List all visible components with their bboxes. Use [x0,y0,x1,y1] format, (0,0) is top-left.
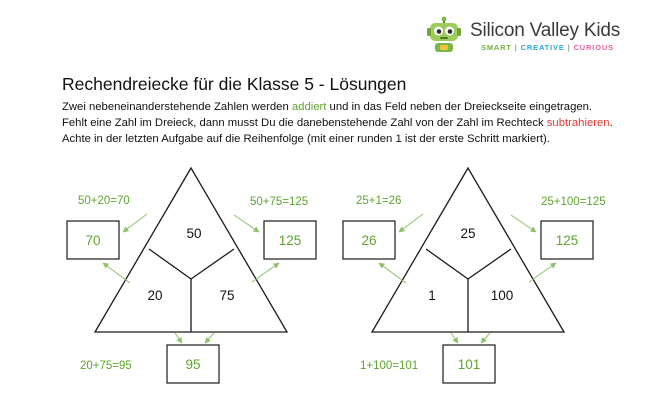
equation-bottom: 1+100=101 [360,360,418,372]
result-box-right [263,220,317,260]
brand-logo: Silicon Valley Kids SMART | CREATIVE | C… [426,14,620,58]
equation-right: 50+75=125 [250,196,308,208]
arrow-to-right-box [510,214,537,233]
triangle-right-number: 100 [491,288,514,303]
arrow-up-right [528,262,557,283]
brand-name: Silicon Valley Kids [470,20,621,41]
arrow-to-left-box [398,213,424,233]
triangle-divider [425,248,469,280]
instruction-line-3: Achte in der letzten Aufgabe auf die Rei… [62,132,550,145]
result-box-bottom [166,344,220,384]
instruction-line-2: Fehlt eine Zahl im Dreieck, dann musst D… [62,116,613,129]
equation-left: 50+20=70 [78,195,130,207]
brand-tagline: SMART | CREATIVE | CURIOUS [481,43,614,52]
triangle-1: 50 20 75 70 125 95 50+20=70 50+75=125 20… [66,166,317,384]
arrow-up-left [378,262,407,284]
arrow-down-left [450,332,459,344]
triangle-divider [190,248,235,280]
triangle-left-number: 20 [147,288,162,303]
result-box-right-value: 125 [556,233,579,248]
arrow-down-left [174,332,183,344]
instruction-line-1: Zwei nebeneinanderstehende Zahlen werden… [62,101,593,113]
result-box-bottom-value: 101 [458,357,481,372]
triangle-top-number: 25 [460,226,475,241]
equation-right: 25+100=125 [541,196,606,208]
arrow-down-right [204,332,215,344]
arrow-down-right [480,332,491,344]
arrow-to-right-box [233,214,260,233]
arrow-up-right [251,262,280,283]
arrow-up-left [102,262,131,284]
highlight-subtrahieren: subtrahieren [546,116,610,129]
result-box-bottom [442,344,496,384]
result-box-left-value: 70 [85,233,100,248]
triangle-divider [148,248,192,280]
arrow-to-left-box [122,213,148,233]
triangle-divider [467,248,512,280]
result-box-bottom-value: 95 [185,357,200,372]
triangle-top-number: 50 [186,226,201,241]
result-box-right-value: 125 [279,233,302,248]
result-box-left [66,220,120,260]
triangle-left-number: 1 [428,288,436,303]
result-box-right [540,220,594,260]
instructions: Zwei nebeneinanderstehende Zahlen werden… [62,100,613,147]
result-box-left-value: 26 [361,233,376,248]
equation-bottom: 20+75=95 [80,360,132,372]
robot-icon [427,16,461,52]
equation-left: 25+1=26 [356,195,401,207]
highlight-addiert: addiert [291,101,327,113]
page-title: Rechendreiecke für die Klasse 5 - Lösung… [62,74,407,94]
triangle-right-number: 75 [219,288,234,303]
result-box-left [342,220,396,260]
triangle-2: 25 1 100 26 125 101 25+1=26 25+100=125 1… [342,166,606,384]
